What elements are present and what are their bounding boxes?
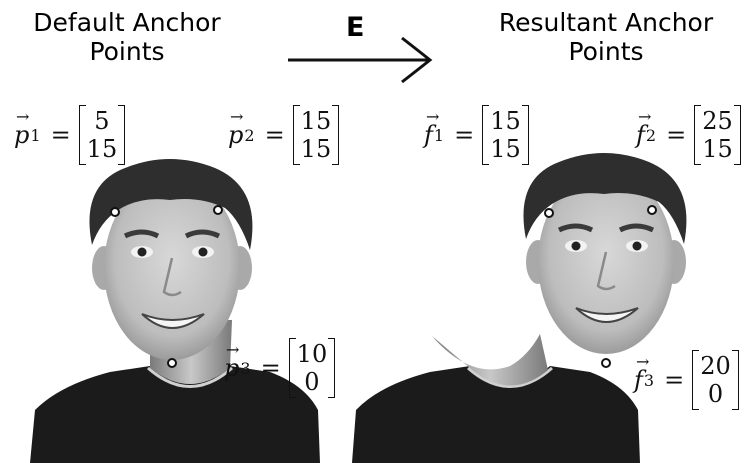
vector-arrow-icon: → (230, 107, 244, 126)
neck-stump (432, 334, 548, 386)
shirt (30, 366, 320, 463)
matrix-p1: 5 15 (78, 105, 126, 165)
vector-arrow-icon: → (636, 352, 650, 371)
matrix-f2: 25 15 (694, 105, 741, 165)
default-anchor-title-line2: Points (89, 37, 165, 66)
matrix-p3: 10 0 (288, 338, 336, 398)
anchor-marker-f1 (544, 208, 554, 218)
transform-arrow (288, 36, 433, 84)
vector-arrow-icon: → (16, 107, 30, 126)
anchor-marker-p2 (213, 205, 223, 215)
transform-label: E (346, 12, 365, 43)
shirt-collar (147, 366, 233, 388)
vector-arrow-icon: → (638, 107, 652, 126)
default-face-photo (30, 159, 320, 463)
anchor-marker-f2 (647, 205, 657, 215)
default-anchor-title: Default Anchor Points (12, 8, 242, 66)
warped-face (538, 170, 674, 354)
anchor-marker-p1 (110, 207, 120, 217)
anchor-marker-p3 (167, 358, 177, 368)
matrix-f1: 15 15 (482, 105, 529, 165)
resultant-face-photo (352, 153, 687, 463)
matrix-f3: 20 0 (692, 350, 739, 410)
matrix-p2: 15 15 (292, 105, 340, 165)
anchor-marker-f3 (601, 358, 611, 368)
hair (89, 159, 253, 250)
vector-arrow-icon: → (226, 340, 240, 359)
resultant-anchor-title: Resultant Anchor Points (498, 8, 714, 66)
vector-arrow-icon: → (426, 107, 440, 126)
face (104, 176, 240, 360)
